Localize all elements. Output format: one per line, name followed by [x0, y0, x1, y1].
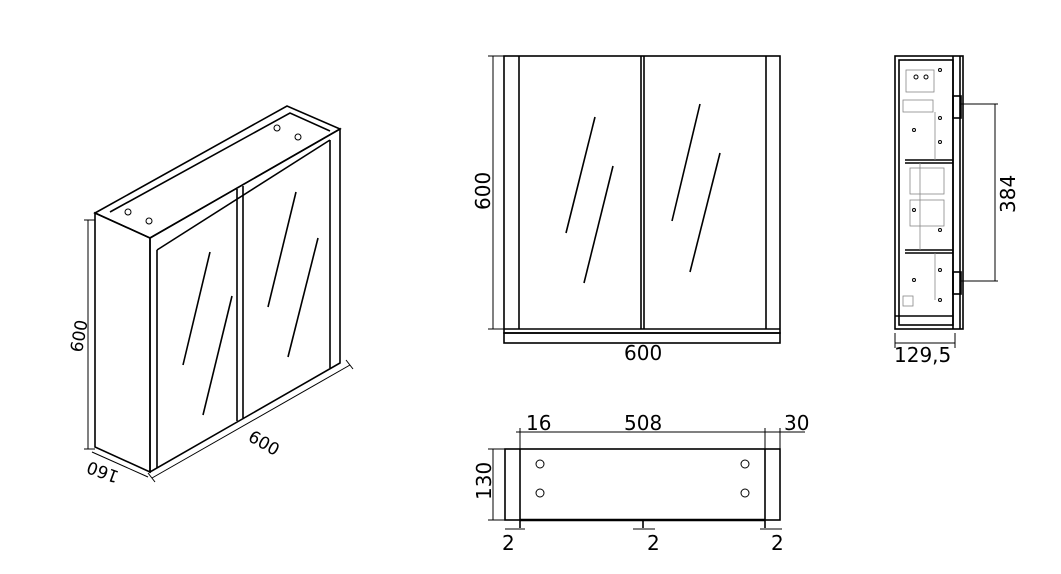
- hole: [294, 133, 302, 141]
- top-frame: [504, 448, 781, 521]
- top-left-label: 16: [526, 411, 551, 435]
- front-height-label: 600: [471, 172, 495, 210]
- top-gap-left-label: 2: [502, 531, 515, 555]
- front-width-label: 600: [624, 341, 662, 365]
- hole: [124, 208, 132, 216]
- cabinet-side-face: [94, 211, 151, 474]
- isometric-view: 600 600 160: [67, 105, 354, 486]
- side-view: 384 129,5: [894, 55, 1020, 367]
- iso-depth-dim-line: [91, 451, 149, 478]
- iso-depth-label: 160: [84, 456, 121, 486]
- top-hole: [740, 459, 750, 469]
- top-gap-mid-label: 2: [647, 531, 660, 555]
- front-bottom-plate: [503, 332, 781, 344]
- side-frame: [894, 55, 964, 330]
- top-view: 16 508 30 130 2 2 2: [472, 411, 809, 555]
- top-hole: [740, 488, 750, 498]
- hole: [273, 124, 281, 132]
- top-hole: [535, 459, 545, 469]
- top-right-label: 30: [784, 411, 809, 435]
- top-gap-right-label: 2: [771, 531, 784, 555]
- side-depth-label: 129,5: [894, 343, 951, 367]
- hole: [145, 217, 153, 225]
- top-depth-label: 130: [472, 462, 496, 500]
- cabinet-front-face: [149, 127, 341, 474]
- top-middle-label: 508: [624, 411, 662, 435]
- iso-width-dim-line: [151, 364, 351, 479]
- iso-width-label: 600: [245, 427, 283, 461]
- iso-height-label: 600: [67, 318, 92, 353]
- front-frame: [503, 55, 781, 334]
- top-hole: [535, 488, 545, 498]
- cabinet-top-face: [93, 105, 342, 239]
- front-view: 600 600: [471, 55, 781, 365]
- side-shelf-label: 384: [996, 175, 1020, 213]
